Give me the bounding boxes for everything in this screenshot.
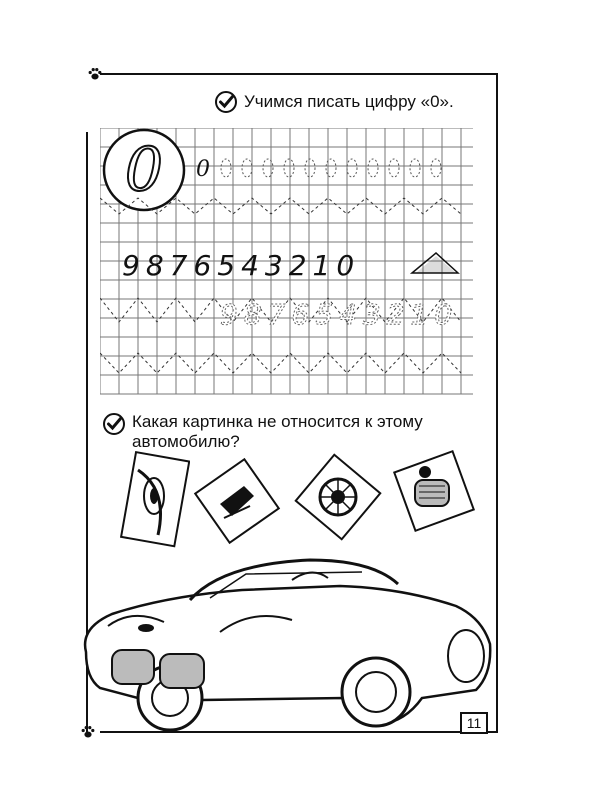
page-frame-top bbox=[100, 73, 498, 75]
big-digit: 0 bbox=[125, 135, 163, 205]
car-illustration bbox=[72, 548, 497, 743]
question-line-1: Какая картинка не относится к этому bbox=[132, 412, 423, 431]
page-title: Учимся писать цифру «0». bbox=[244, 92, 454, 111]
check-icon bbox=[214, 90, 238, 119]
page-number: 11 bbox=[460, 712, 488, 734]
paw-icon bbox=[87, 66, 103, 84]
detail-tile-headlight bbox=[118, 450, 191, 555]
question-line-2: автомобилю? bbox=[132, 432, 240, 451]
tracing-grid: 0 0 9876543210 9876543210 bbox=[99, 127, 481, 397]
detail-tile-grille bbox=[385, 446, 485, 541]
check-icon bbox=[102, 412, 126, 441]
page-frame-bottom bbox=[100, 731, 498, 733]
detail-tile-wheel bbox=[288, 452, 388, 547]
big-digit-circle bbox=[102, 128, 186, 212]
paw-icon bbox=[80, 724, 96, 742]
sample-zero: 0 bbox=[196, 157, 210, 182]
detail-tile-mirror bbox=[192, 456, 282, 551]
triangle-shape bbox=[409, 252, 460, 274]
page-frame-left bbox=[86, 132, 88, 732]
digit-row-trace: 9876543210 bbox=[220, 298, 458, 331]
page-frame-right bbox=[496, 73, 498, 733]
digit-row-solid: 9876543210 bbox=[122, 249, 360, 282]
